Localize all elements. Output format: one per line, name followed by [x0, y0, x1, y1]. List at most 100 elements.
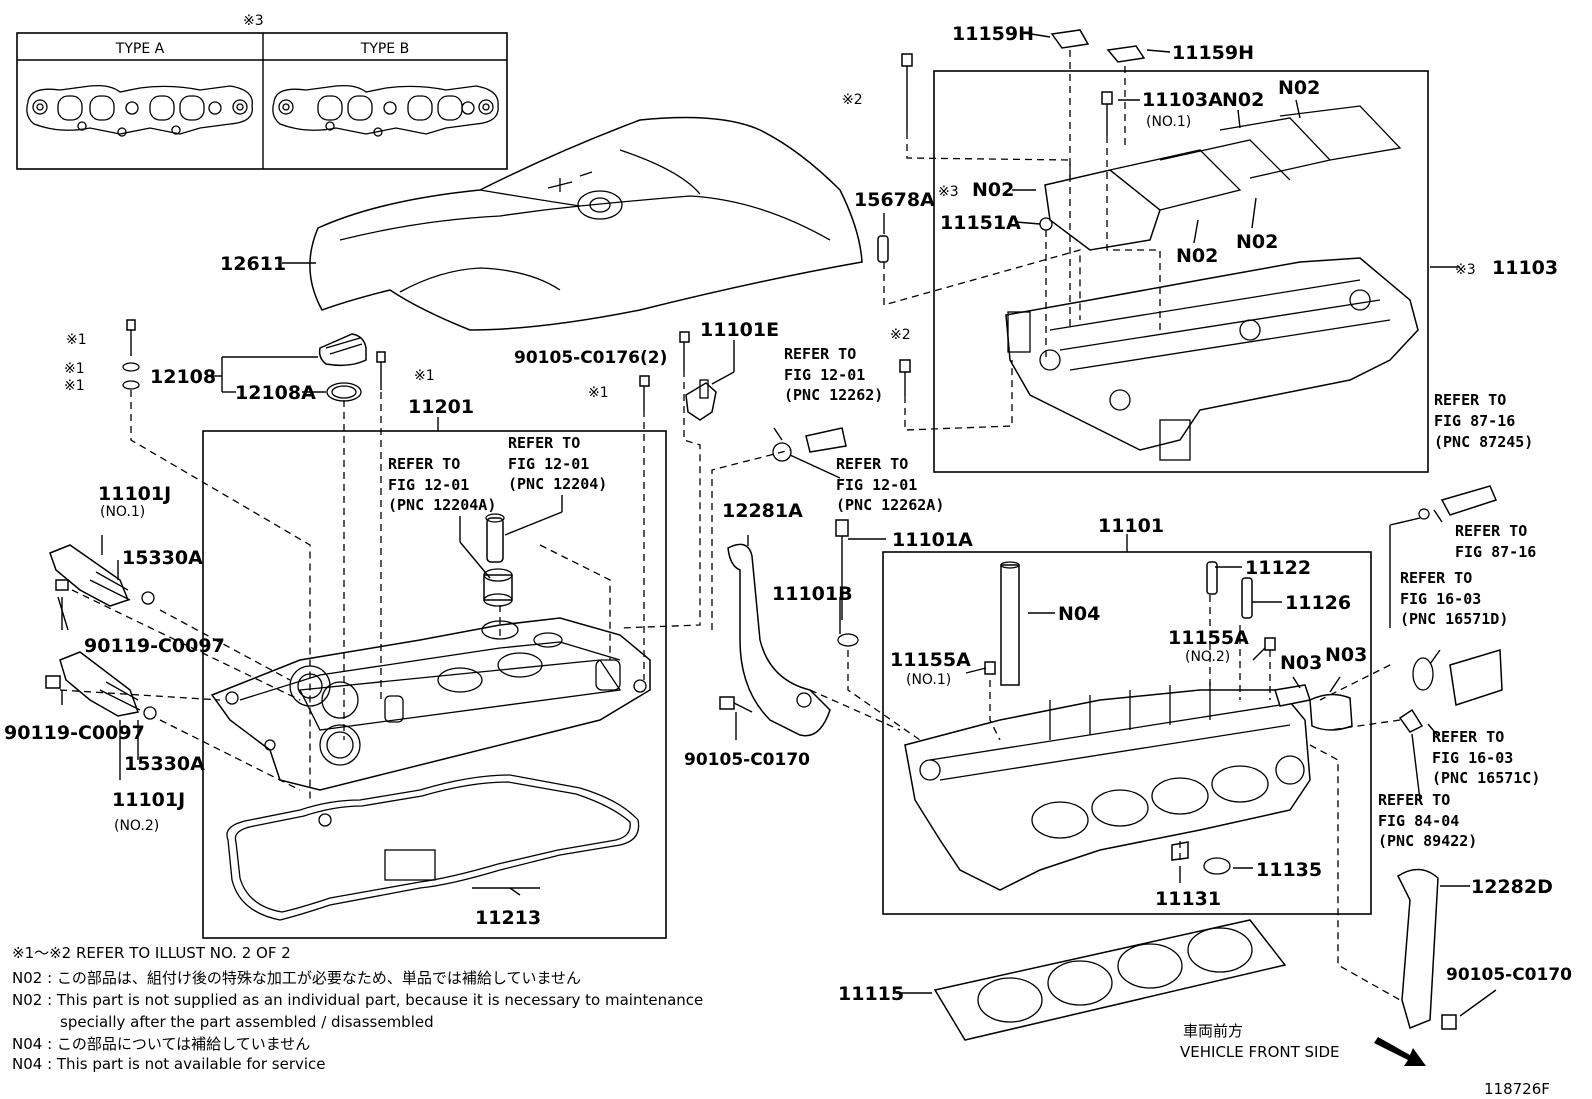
- label-11151A: 11151A: [940, 212, 1021, 234]
- label-11101J-1: 11101J: [98, 483, 171, 505]
- mark-1-b: ※1: [64, 361, 85, 377]
- label-11101J-1-sub: (NO.1): [100, 504, 145, 520]
- vehicle-front-en: VEHICLE FRONT SIDE: [1180, 1043, 1340, 1061]
- label-15678A: 15678A: [854, 189, 935, 211]
- label-12282D: 12282D: [1471, 876, 1553, 898]
- label-90105-C0170-b: 90105-C0170: [1446, 965, 1572, 985]
- type-a-gasket-drawing: [26, 84, 253, 137]
- label-15330A-2: 15330A: [124, 753, 205, 775]
- label-N02-e: N02: [1236, 231, 1278, 253]
- label-15330A-1: 15330A: [122, 547, 203, 569]
- head-cover-box: [202, 430, 667, 939]
- label-90119-2: 90119-C0097: [4, 722, 145, 744]
- note-n02-en-cont: specially after the part assembled / dis…: [60, 1013, 434, 1031]
- dashed-assembly-lines: [59, 50, 1401, 1001]
- label-N02-b: N02: [1278, 77, 1320, 99]
- label-11115: 11115: [838, 983, 904, 1005]
- mark-1-d: ※1: [414, 368, 435, 384]
- label-11101E: 11101E: [700, 319, 779, 341]
- ocv-valve-2-drawing: [45, 651, 157, 720]
- head-gasket-drawing: [933, 919, 1287, 1041]
- mark-3-b: ※3: [1455, 262, 1476, 278]
- label-11122: 11122: [1245, 557, 1311, 579]
- label-11159H-b: 11159H: [1172, 42, 1254, 64]
- refer-89422: REFER TO FIG 84-04 (PNC 89422): [1378, 791, 1477, 850]
- type-a-label: TYPE A: [115, 41, 165, 57]
- note-n02-en: N02 : This part is not supplied as an in…: [12, 991, 703, 1009]
- oil-filler-cap-drawing: [318, 333, 367, 402]
- label-11103A: 11103A: [1142, 89, 1223, 111]
- label-11213: 11213: [475, 907, 541, 929]
- mark-1-a: ※1: [66, 332, 87, 348]
- figure-id: 118726F: [1484, 1080, 1550, 1098]
- label-11159H-a: 11159H: [952, 23, 1034, 45]
- type-b-label: TYPE B: [360, 41, 409, 57]
- cam-sensor-drawing: [685, 379, 717, 421]
- label-12611: 12611: [220, 253, 286, 275]
- label-90105-C0176: 90105-C0176(2): [514, 348, 667, 368]
- label-11131: 11131: [1155, 888, 1221, 910]
- label-12108: 12108: [150, 366, 216, 388]
- label-11103: 11103: [1492, 257, 1558, 279]
- label-N02-d: N02: [1176, 245, 1218, 267]
- note-n04-jp: N04 : この部品については補給していません: [12, 1035, 310, 1053]
- camshaft-housing-box: [933, 70, 1429, 473]
- label-12108A: 12108A: [235, 382, 316, 404]
- part-labels: 12611 12108 12108A 11201 11213 11101J (N…: [4, 23, 1572, 1005]
- leader-lines: [57, 32, 1497, 1017]
- refer-12262A: REFER TO FIG 12-01 (PNC 12262A): [836, 455, 944, 514]
- note-marks: ※1 ※1 ※1 ※1 ※1 ※2 ※2 ※3 ※3: [64, 92, 1476, 401]
- engine-cover-drawing: [309, 116, 863, 331]
- label-11101B: 11101B: [772, 583, 853, 605]
- mark-1-e: ※1: [588, 385, 609, 401]
- cylinder-head-small-parts: [984, 561, 1353, 875]
- label-11101A: 11101A: [892, 529, 973, 551]
- label-11103A-sub: (NO.1): [1146, 114, 1191, 130]
- refer-16571D: REFER TO FIG 16-03 (PNC 16571D): [1400, 569, 1508, 628]
- head-cover-drawing: [210, 617, 651, 791]
- note-n02-jp: N02 : この部品は、組付け後の特殊な加工が必要なため、単品では補給していませ…: [12, 969, 581, 987]
- pcv-valve-drawing: [483, 513, 513, 607]
- refer-12204: REFER TO FIG 12-01 (PNC 12204): [508, 434, 607, 493]
- refer-to-callouts: REFER TO FIG 12-01 (PNC 12204A) REFER TO…: [388, 345, 1540, 850]
- cam-caps-drawing: [1039, 105, 1402, 251]
- refer-16571C: REFER TO FIG 16-03 (PNC 16571C): [1432, 728, 1540, 787]
- right-hoses-drawing: [772, 427, 1503, 733]
- head-cover-gasket-drawing: [226, 774, 640, 921]
- engine-hanger-front-drawing: [719, 519, 859, 737]
- label-11126: 11126: [1285, 592, 1351, 614]
- inset-mark: ※3: [243, 13, 264, 29]
- label-11201: 11201: [408, 396, 474, 418]
- label-12281A: 12281A: [722, 500, 803, 522]
- engine-hanger-rear-drawing: [1397, 868, 1457, 1030]
- label-11155A-2-sub: (NO.2): [1185, 649, 1230, 665]
- ocv-valve-1-drawing: [49, 544, 155, 607]
- label-11101J-2: 11101J: [112, 789, 185, 811]
- label-11101J-2-sub: (NO.2): [114, 818, 159, 834]
- label-N02-a: N02: [1222, 89, 1264, 111]
- cylinder-head-drawing: [904, 682, 1311, 891]
- vehicle-front-arrow-icon: [1374, 1037, 1426, 1066]
- refer-12204A: REFER TO FIG 12-01 (PNC 12204A): [388, 455, 496, 514]
- label-90105-C0170-a: 90105-C0170: [684, 750, 810, 770]
- inset-frame: [16, 32, 508, 170]
- mark-2-a: ※2: [842, 92, 863, 108]
- camshaft-housing-drawing: [1005, 257, 1419, 461]
- mark-3-a: ※3: [938, 184, 959, 200]
- footnotes: ※1～※2 REFER TO ILLUST NO. 2 OF 2 N02 : こ…: [12, 944, 703, 1073]
- camshaft-bolts-drawing: [877, 29, 1146, 396]
- label-N03-a: N03: [1280, 652, 1322, 674]
- vehicle-front-jp: 車両前方: [1183, 1022, 1243, 1040]
- type-b-gasket-drawing: [272, 84, 499, 137]
- label-11155A-1: 11155A: [890, 649, 971, 671]
- label-11155A-1-sub: (NO.1): [906, 672, 951, 688]
- mark-2-b: ※2: [890, 327, 911, 343]
- refer-87245: REFER TO FIG 87-16 (PNC 87245): [1434, 391, 1533, 451]
- refer-12262: REFER TO FIG 12-01 (PNC 12262): [784, 345, 883, 404]
- label-11135: 11135: [1256, 859, 1322, 881]
- label-N04: N04: [1058, 603, 1100, 625]
- label-11155A-2: 11155A: [1168, 627, 1249, 649]
- refer-87-16: REFER TO FIG 87-16: [1455, 522, 1536, 561]
- label-N03-b: N03: [1325, 644, 1367, 666]
